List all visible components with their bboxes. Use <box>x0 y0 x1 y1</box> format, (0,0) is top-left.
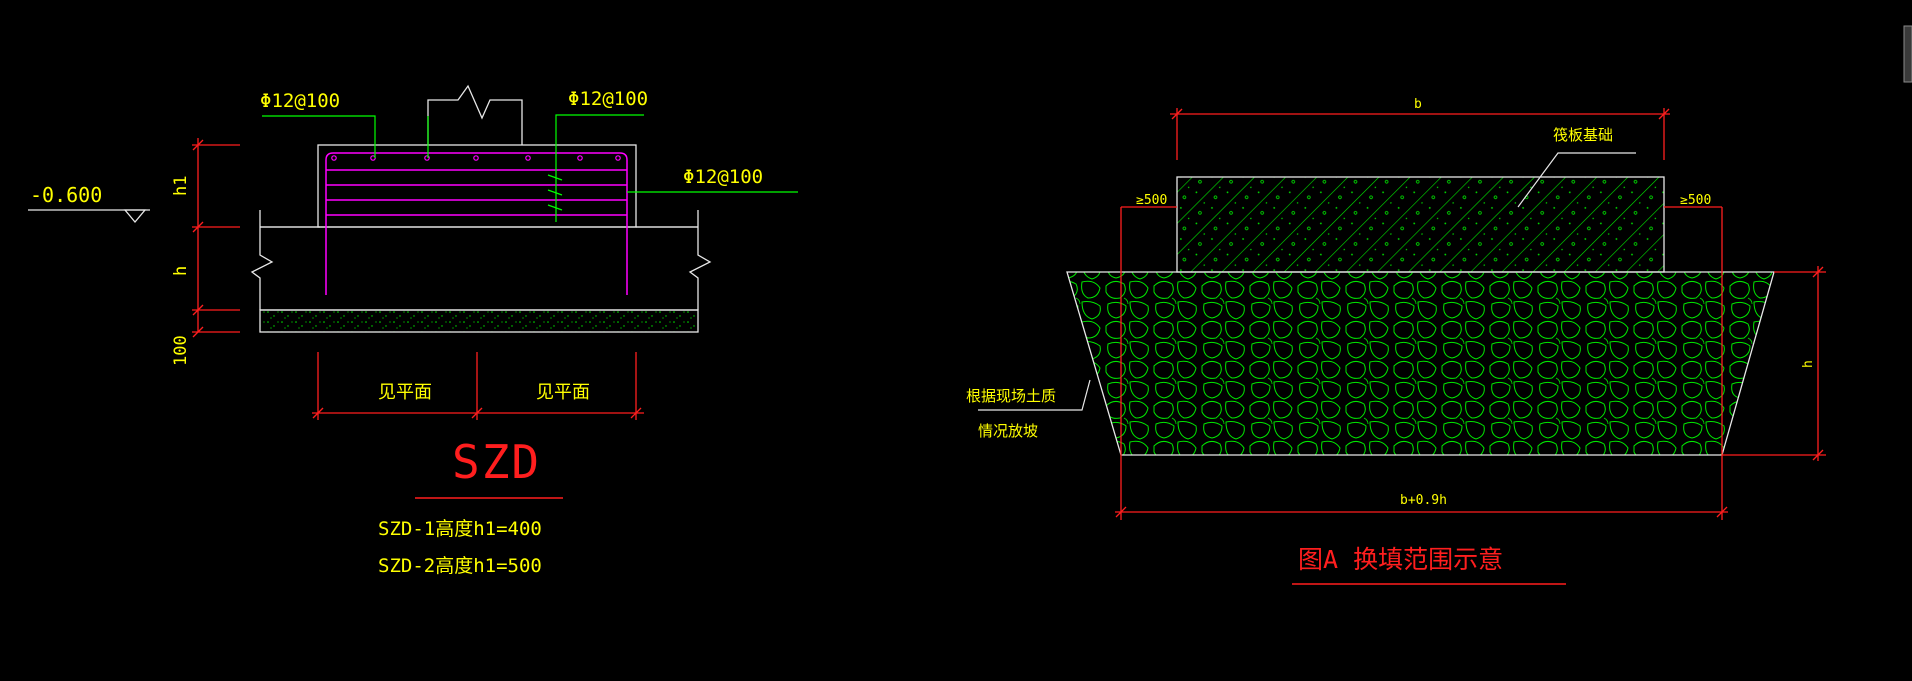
top-dimension <box>1170 108 1670 160</box>
gravel-fill-area <box>1066 271 1775 456</box>
szd-title: SZD <box>452 435 541 489</box>
column-stub <box>427 84 523 145</box>
dim-h1-label: h1 <box>171 176 191 196</box>
vertical-dimension <box>192 138 240 338</box>
raft-leader <box>1517 152 1636 208</box>
dim-100-label: 100 <box>171 335 191 366</box>
offset-left-label: ≥500 <box>1136 193 1167 208</box>
stirrup-cage <box>325 152 628 295</box>
figure-a-title: 图A 换填范围示意 <box>1298 545 1503 574</box>
dim-see-plan-right: 见平面 <box>536 382 590 403</box>
side-dimension <box>1722 266 1826 461</box>
dim-see-plan-left: 见平面 <box>378 382 432 403</box>
elevation-marker-icon <box>28 209 150 224</box>
replacement-fill-detail: b 筏板基础 ≥500 ≥500 h <box>966 97 1826 585</box>
pier-outline <box>317 144 637 228</box>
zigzag-break-icon <box>688 210 712 310</box>
dim-h-label: h <box>171 266 191 276</box>
slope-note-2: 情况放坡 <box>978 422 1038 440</box>
side-dim-h-label: h <box>1801 360 1816 368</box>
rebar-label-2: Φ12@100 <box>568 88 648 110</box>
cushion-layer <box>259 309 699 333</box>
rebar-leaders <box>262 114 798 222</box>
raft-label: 筏板基础 <box>1553 126 1613 144</box>
rebar-label-1: Φ12@100 <box>260 90 340 112</box>
szd-note-2: SZD-2高度h1=500 <box>378 555 542 577</box>
slope-leader <box>978 379 1091 411</box>
top-bars <box>331 155 621 161</box>
offset-dims <box>1120 206 1723 520</box>
zigzag-break-icon <box>250 210 274 310</box>
horizontal-dimension <box>312 352 644 420</box>
top-dim-b-label: b <box>1414 97 1422 112</box>
szd-note-1: SZD-1高度h1=400 <box>378 518 542 540</box>
bottom-dimension <box>1115 506 1728 518</box>
scrollbar-handle[interactable] <box>1903 25 1912 83</box>
elevation-label: -0.600 <box>30 183 102 207</box>
bottom-dim-label: b+0.9h <box>1400 493 1447 508</box>
rebar-label-3: Φ12@100 <box>683 166 763 188</box>
offset-right-label: ≥500 <box>1680 193 1711 208</box>
raft-foundation <box>1176 176 1665 273</box>
szd-detail: -0.600 <box>28 84 798 577</box>
slope-note-1: 根据现场土质 <box>966 387 1056 405</box>
